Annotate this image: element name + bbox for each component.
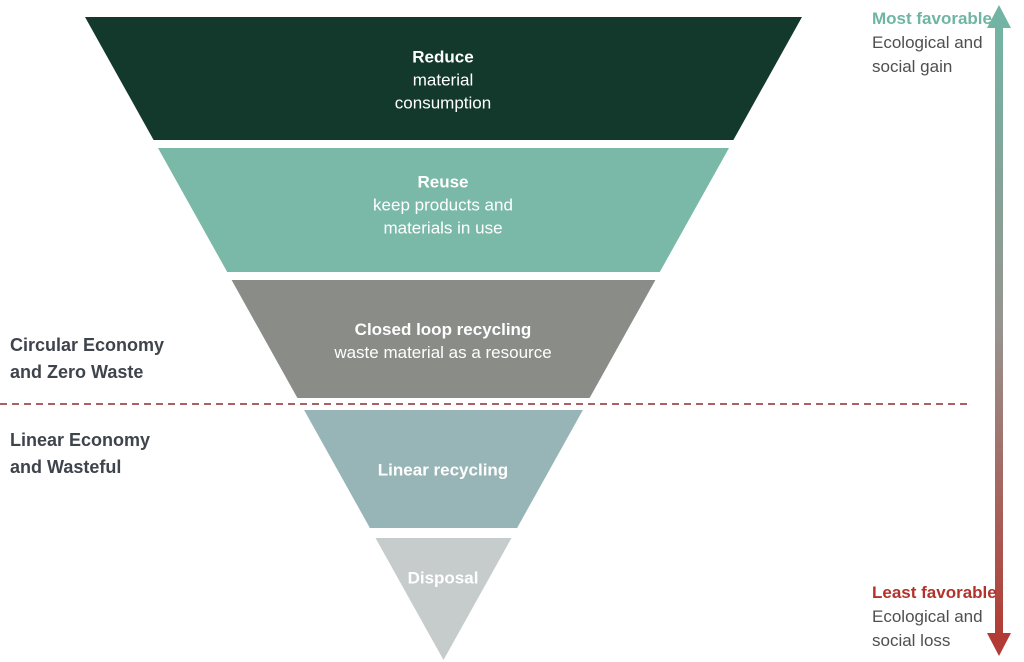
label-linear-economy: Linear Economy and Wasteful (10, 427, 150, 481)
label-circular-economy: Circular Economy and Zero Waste (10, 332, 164, 386)
least-favorable-line2: social loss (872, 631, 951, 650)
label-circular-economy-line1: Circular Economy (10, 335, 165, 355)
segment-title: Closed loop recycling (354, 320, 532, 339)
funnel-segment-closed-loop-recycling (231, 280, 656, 398)
segment-subtitle-line: consumption (394, 93, 492, 113)
label-least-favorable: Least favorable Ecological and social lo… (872, 581, 1012, 653)
funnel-segment-label-linear-recycling: Linear recycling (223, 459, 663, 482)
favorability-scale-arrow (987, 5, 1011, 656)
segment-subtitle-line: keep products and (373, 195, 513, 215)
most-favorable-line1: Ecological and (872, 33, 983, 52)
funnel-segment-label-disposal: Disposal (223, 567, 663, 590)
segment-subtitle-line: materials in use (383, 218, 503, 238)
funnel-shapes-group (85, 17, 802, 660)
segment-title: Reuse (417, 172, 469, 192)
label-most-favorable: Most favorable Ecological and social gai… (872, 7, 1012, 79)
segment-subtitle-line: waste material as a resource (334, 343, 552, 362)
scale-arrow-shaft (995, 22, 1003, 636)
scale-arrow-up-head-icon (987, 5, 1011, 28)
least-favorable-heading: Least favorable (872, 583, 997, 602)
funnel-segment-disposal (375, 538, 512, 660)
segment-subtitle-line: material (412, 70, 474, 90)
funnel-segment-reuse (158, 148, 729, 272)
funnel-segment-label-reuse: Reuse keep products and materials in use (223, 171, 663, 240)
label-linear-economy-line1: Linear Economy (10, 430, 151, 450)
funnel-segment-label-reduce: Reduce material consumption (223, 46, 663, 115)
segment-title: Disposal (407, 568, 479, 588)
label-circular-economy-line2: and Zero Waste (10, 362, 144, 382)
scale-arrow-down-head-icon (987, 633, 1011, 656)
segment-title: Linear recycling (377, 460, 509, 480)
segment-title: Reduce (412, 47, 474, 67)
label-linear-economy-line2: and Wasteful (10, 457, 122, 477)
most-favorable-heading: Most favorable (872, 9, 992, 28)
most-favorable-line2: social gain (872, 57, 953, 76)
funnel-segment-linear-recycling (304, 410, 583, 528)
funnel-segment-label-closed-loop-recycling: Closed loop recycling waste material as a… (223, 318, 663, 364)
least-favorable-line1: Ecological and (872, 607, 983, 626)
funnel-segment-reduce (85, 17, 802, 140)
